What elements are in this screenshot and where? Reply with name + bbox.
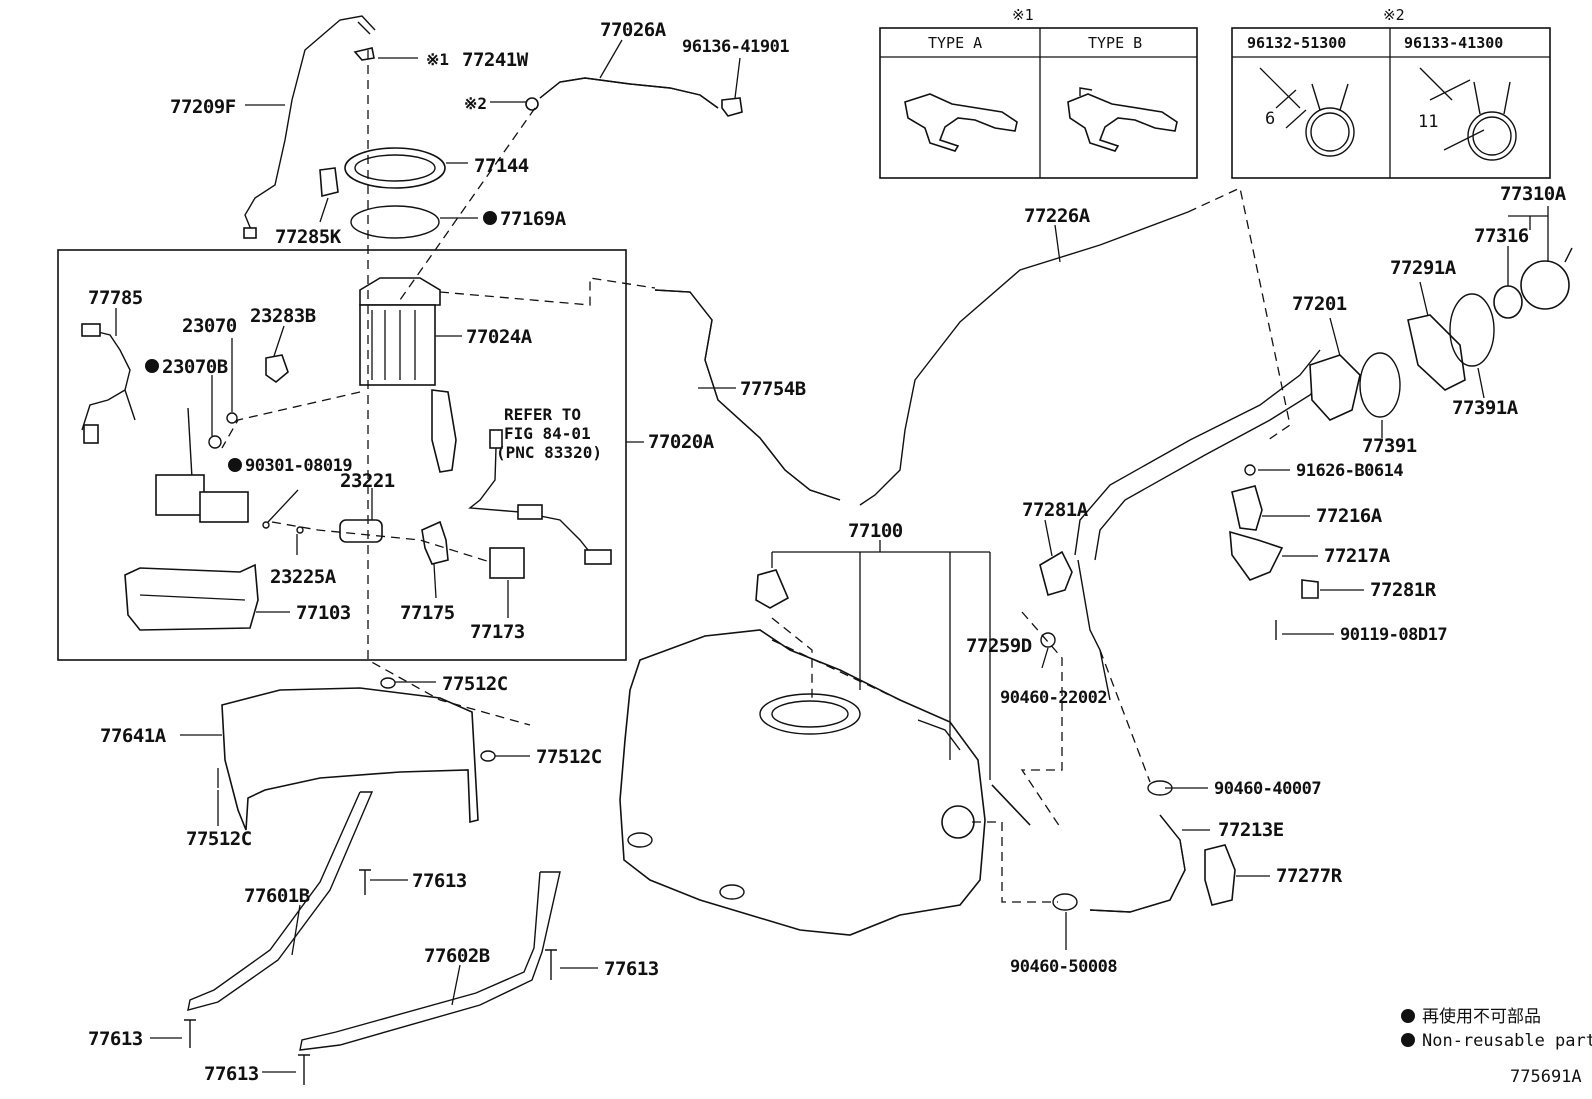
- table1-mark: ※1: [1012, 6, 1034, 24]
- label-77281R: 77281R: [1370, 579, 1437, 601]
- label-77175: 77175: [400, 602, 455, 624]
- label-77241W: 77241W: [462, 49, 529, 71]
- table2-col-a: 96132-51300: [1247, 34, 1346, 52]
- table-clip-types: ※1 TYPE A TYPE B: [879, 6, 1198, 179]
- non-reusable-dot-23070B: [145, 359, 159, 373]
- label-77754B: 77754B: [740, 378, 806, 400]
- leader-lines: [115, 39, 1549, 1073]
- label-23225A: 23225A: [270, 566, 337, 588]
- label-96136-41901: 96136-41901: [682, 37, 789, 57]
- parts-artwork: [81, 15, 1573, 1085]
- table-hose-clamps: ※2 96132-51300 96133-41300 6 11: [1231, 6, 1551, 179]
- label-91626-B0614: 91626-B0614: [1296, 461, 1403, 481]
- legend-dot-jp: [1401, 1009, 1415, 1023]
- label-77613-d: 77613: [204, 1063, 259, 1085]
- label-90460-50008: 90460-50008: [1010, 957, 1117, 977]
- label-77213E: 77213E: [1218, 819, 1284, 841]
- label-77613-a: 77613: [412, 870, 467, 892]
- label-77291A: 77291A: [1390, 257, 1457, 279]
- label-77285K: 77285K: [275, 226, 342, 248]
- label-77281A: 77281A: [1022, 499, 1089, 521]
- legend: 再使用不可部品 Non-reusable part 775691A: [1401, 1006, 1592, 1087]
- figure-id: 775691A: [1510, 1067, 1582, 1087]
- label-77216A: 77216A: [1316, 505, 1383, 527]
- table2-dim-a: 6: [1265, 109, 1275, 129]
- label-23283B: 23283B: [250, 305, 316, 327]
- label-90301-08019: 90301-08019: [245, 456, 352, 476]
- legend-dot-en: [1401, 1033, 1415, 1047]
- legend-en: Non-reusable part: [1422, 1031, 1592, 1051]
- label-23070: 23070: [182, 315, 237, 337]
- marker-1-77241W: ※1: [426, 50, 449, 69]
- label-77602B: 77602B: [424, 945, 490, 967]
- label-77103: 77103: [296, 602, 351, 624]
- table1-col-type-b: TYPE B: [1088, 34, 1142, 52]
- label-77169A: 77169A: [500, 208, 567, 230]
- non-reusable-dot-77169A: [483, 211, 497, 225]
- table1-col-type-a: TYPE A: [928, 34, 982, 52]
- label-77026A: 77026A: [600, 19, 667, 41]
- label-77512C-left: 77512C: [186, 828, 252, 850]
- label-90460-40007: 90460-40007: [1214, 779, 1321, 799]
- label-77512C-right: 77512C: [536, 746, 602, 768]
- label-77201: 77201: [1292, 293, 1347, 315]
- marker-2-hose: ※2: [464, 94, 487, 113]
- label-77613-c: 77613: [88, 1028, 143, 1050]
- label-77391A: 77391A: [1452, 397, 1519, 419]
- label-77613-b: 77613: [604, 958, 659, 980]
- label-77391: 77391: [1362, 435, 1417, 457]
- label-77144: 77144: [474, 155, 529, 177]
- table2-col-b: 96133-41300: [1404, 34, 1503, 52]
- label-77209F: 77209F: [170, 96, 236, 118]
- label-77100: 77100: [848, 520, 903, 542]
- label-77024A: 77024A: [466, 326, 533, 348]
- fuel-pump-assembly-box: [57, 249, 627, 661]
- label-77217A: 77217A: [1324, 545, 1391, 567]
- label-77785: 77785: [88, 287, 143, 309]
- label-77020A: 77020A: [648, 431, 715, 453]
- table2-dim-b: 11: [1418, 112, 1438, 132]
- label-77601B: 77601B: [244, 885, 310, 907]
- ref-note-line3: (PNC 83320): [496, 443, 602, 462]
- label-23070B: 23070B: [162, 356, 228, 378]
- label-23221: 23221: [340, 470, 395, 492]
- part-number-labels: 77209F ※1 77241W 77026A 96136-41901 ※2 7…: [88, 19, 1567, 1085]
- non-reusable-dot-90301-08019: [228, 458, 242, 472]
- label-90460-22002: 90460-22002: [1000, 688, 1107, 708]
- ref-note-line1: REFER TO: [504, 405, 581, 424]
- label-77277R: 77277R: [1276, 865, 1343, 887]
- label-77512C-top: 77512C: [442, 673, 508, 695]
- label-77259D: 77259D: [966, 635, 1032, 657]
- label-77316: 77316: [1474, 225, 1529, 247]
- ref-note-line2: FIG 84-01: [504, 424, 591, 443]
- label-77310A: 77310A: [1500, 183, 1567, 205]
- label-90119-08D17: 90119-08D17: [1340, 625, 1447, 645]
- table2-mark: ※2: [1383, 6, 1405, 24]
- legend-jp: 再使用不可部品: [1422, 1006, 1541, 1027]
- label-77641A: 77641A: [100, 725, 167, 747]
- label-77226A: 77226A: [1024, 205, 1091, 227]
- label-77173: 77173: [470, 621, 525, 643]
